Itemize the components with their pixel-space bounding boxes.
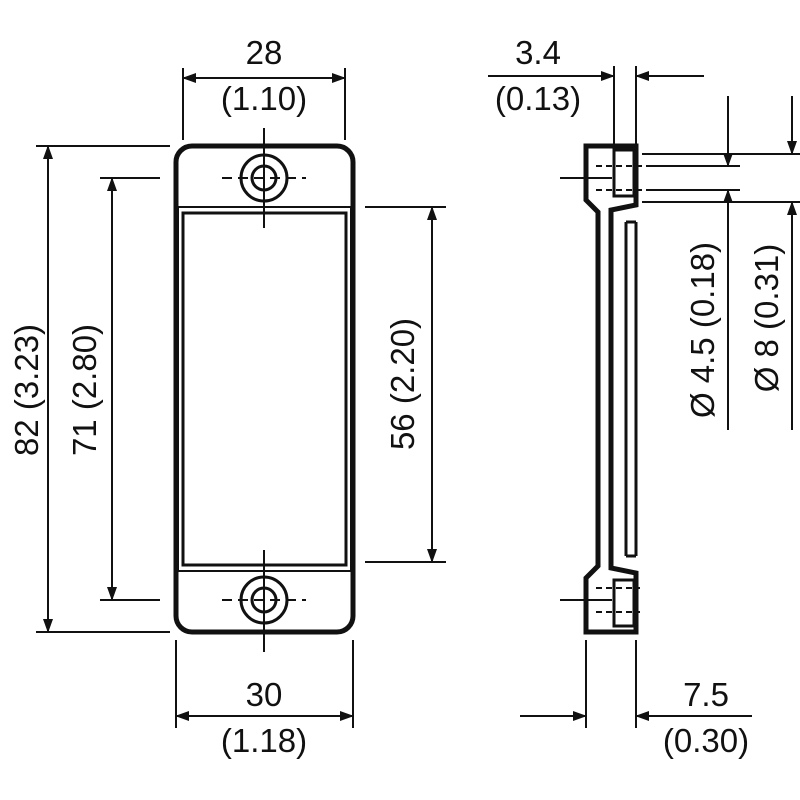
side-view: 3.4 (0.13) 7.5 (0.30) Ø 4.5 (0.18) Ø 8 [488, 34, 800, 759]
dim-overall-height: 82 (3.23) [8, 145, 170, 633]
dim-top-width-in: (1.10) [221, 80, 307, 117]
dim-overall-height-label: 82 (3.23) [8, 324, 45, 456]
top-mounting-hole [222, 128, 306, 228]
front-view: 28 (1.10) 30 (1.18) 82 (3.23) 71 (2.80) [8, 34, 446, 759]
dim-side-thickness-in: (0.13) [495, 80, 581, 117]
dim-hole-spacing-label: 71 (2.80) [66, 324, 103, 456]
dim-counterbore-diameter: Ø 8 (0.31) [642, 96, 800, 430]
dim-side-thickness: 3.4 (0.13) [488, 34, 704, 148]
dim-side-depth-in: (0.30) [663, 722, 749, 759]
dim-bottom-width-mm: 30 [246, 676, 283, 713]
dim-side-depth: 7.5 (0.30) [520, 640, 752, 759]
dim-top-width-mm: 28 [246, 34, 283, 71]
dim-reflector-height: 56 (2.20) [365, 206, 446, 563]
dim-hole-spacing: 71 (2.80) [66, 177, 160, 601]
side-profile [583, 143, 639, 635]
bottom-mounting-hole [222, 550, 306, 652]
dim-counterbore-diameter-label: Ø 8 (0.31) [748, 244, 785, 393]
reflector-prism-area [181, 211, 348, 567]
dim-bottom-width: 30 (1.18) [175, 640, 354, 759]
dim-side-depth-mm: 7.5 [683, 676, 729, 713]
dim-reflector-height-label: 56 (2.20) [384, 318, 421, 450]
dim-hole-diameter-label: Ø 4.5 (0.18) [684, 242, 721, 418]
dim-hole-diameter: Ø 4.5 (0.18) [650, 96, 740, 430]
dim-bottom-width-in: (1.18) [221, 722, 307, 759]
dim-top-width: 28 (1.10) [182, 34, 346, 140]
dim-side-thickness-mm: 3.4 [515, 34, 561, 71]
